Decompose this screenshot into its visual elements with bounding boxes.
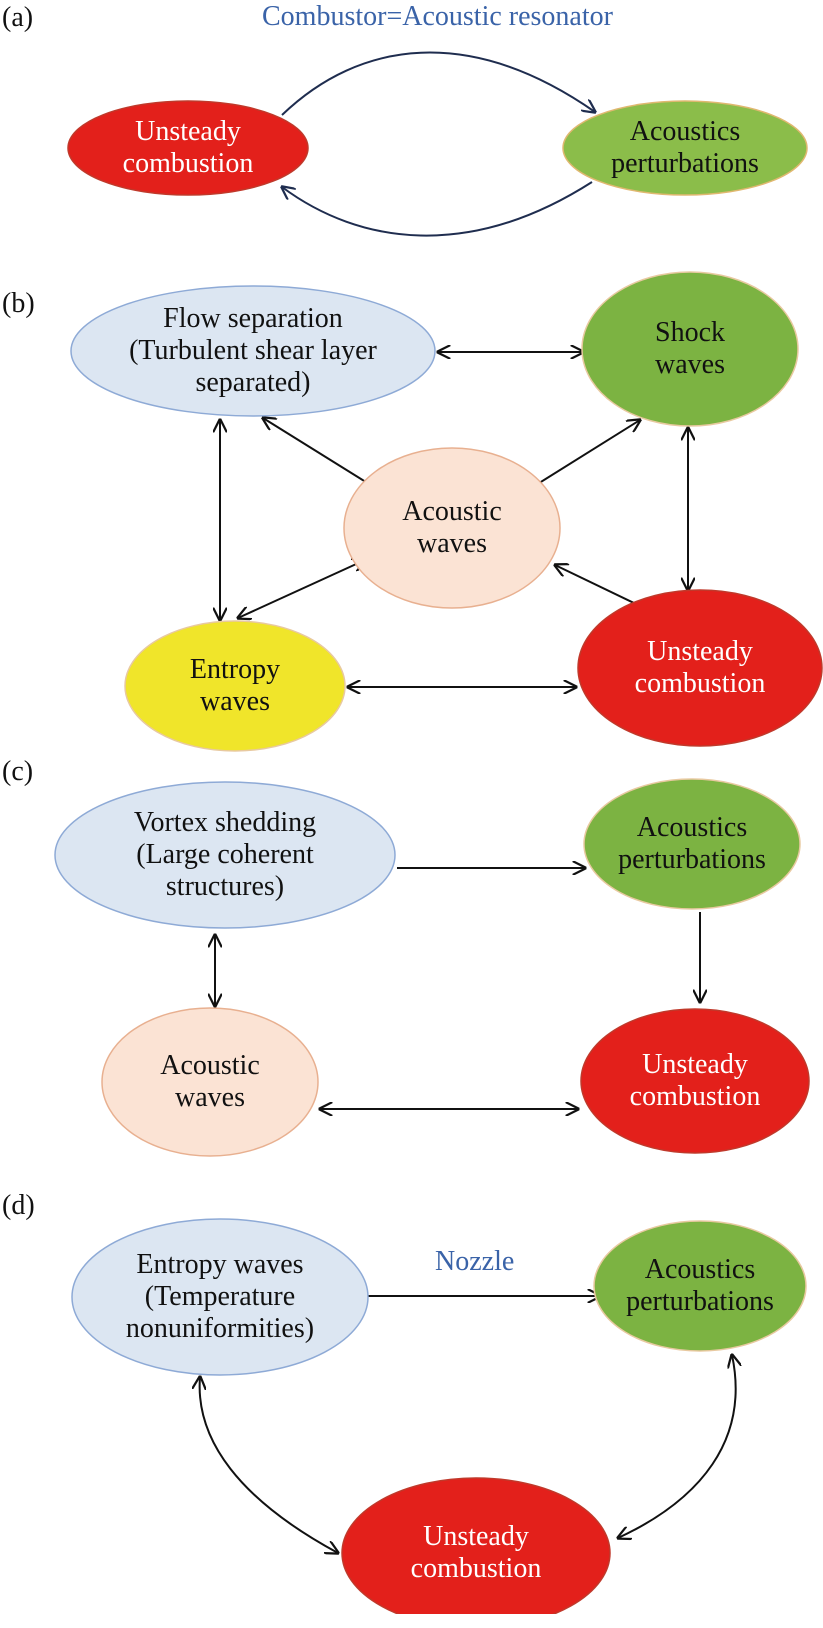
edge-d-acoustics-to-d-unsteady xyxy=(618,1355,736,1538)
node-c-acoustic xyxy=(101,1007,319,1157)
node-d-entropy xyxy=(71,1218,369,1376)
node-a-acoustics xyxy=(562,100,808,196)
node-label-b-entropy: Entropy waves xyxy=(189,654,281,717)
panel-label-d: (d) xyxy=(2,1190,35,1221)
node-c-unsteady xyxy=(580,1008,810,1154)
node-label-c-unsteady: Unsteady combustion xyxy=(629,1049,761,1112)
node-d-unsteady xyxy=(341,1477,611,1614)
node-d-acoustics xyxy=(593,1220,807,1352)
panel-label-a: (a) xyxy=(2,2,34,33)
edge-b-acoustic-to-b-entropy xyxy=(238,560,365,618)
node-a-unsteady xyxy=(67,100,309,196)
node-label-c-acoustic: Acoustic waves xyxy=(160,1050,260,1113)
node-b-unsteady xyxy=(577,589,823,747)
edge-a-unsteady-to-a-acoustics xyxy=(281,51,595,116)
node-b-shock xyxy=(581,271,799,427)
node-label-d-acoustics: Acoustics perturbations xyxy=(626,1254,774,1317)
node-label-b-unsteady: Unsteady combustion xyxy=(634,636,766,699)
node-label-a-acoustics: Acoustics perturbations xyxy=(611,116,759,179)
panel-label-b: (b) xyxy=(2,288,35,319)
node-label-b-flow: Flow separation (Turbulent shear layer s… xyxy=(129,303,377,398)
node-label-a-unsteady: Unsteady combustion xyxy=(122,116,254,179)
node-label-b-acoustic: Acoustic waves xyxy=(402,496,502,559)
node-b-acoustic xyxy=(343,447,561,609)
node-b-flow xyxy=(70,285,436,417)
node-c-acoustics xyxy=(583,778,801,910)
panel-label-c: (c) xyxy=(2,756,34,787)
node-label-c-vortex: Vortex shedding (Large coherent structur… xyxy=(133,807,317,902)
node-b-entropy xyxy=(124,620,346,752)
node-label-b-shock: Shock waves xyxy=(655,317,725,380)
caption-combustor-resonator: Combustor=Acoustic resonator xyxy=(262,1,613,32)
node-c-vortex xyxy=(54,781,396,929)
node-label-d-entropy: Entropy waves (Temperature nonuniformiti… xyxy=(125,1249,315,1344)
node-label-c-acoustics: Acoustics perturbations xyxy=(618,812,766,875)
edge-a-acoustics-to-a-unsteady xyxy=(282,181,593,237)
edge-d-entropy-to-d-unsteady xyxy=(200,1377,338,1553)
caption-nozzle: Nozzle xyxy=(435,1246,515,1277)
node-label-d-unsteady: Unsteady combustion xyxy=(410,1521,542,1584)
